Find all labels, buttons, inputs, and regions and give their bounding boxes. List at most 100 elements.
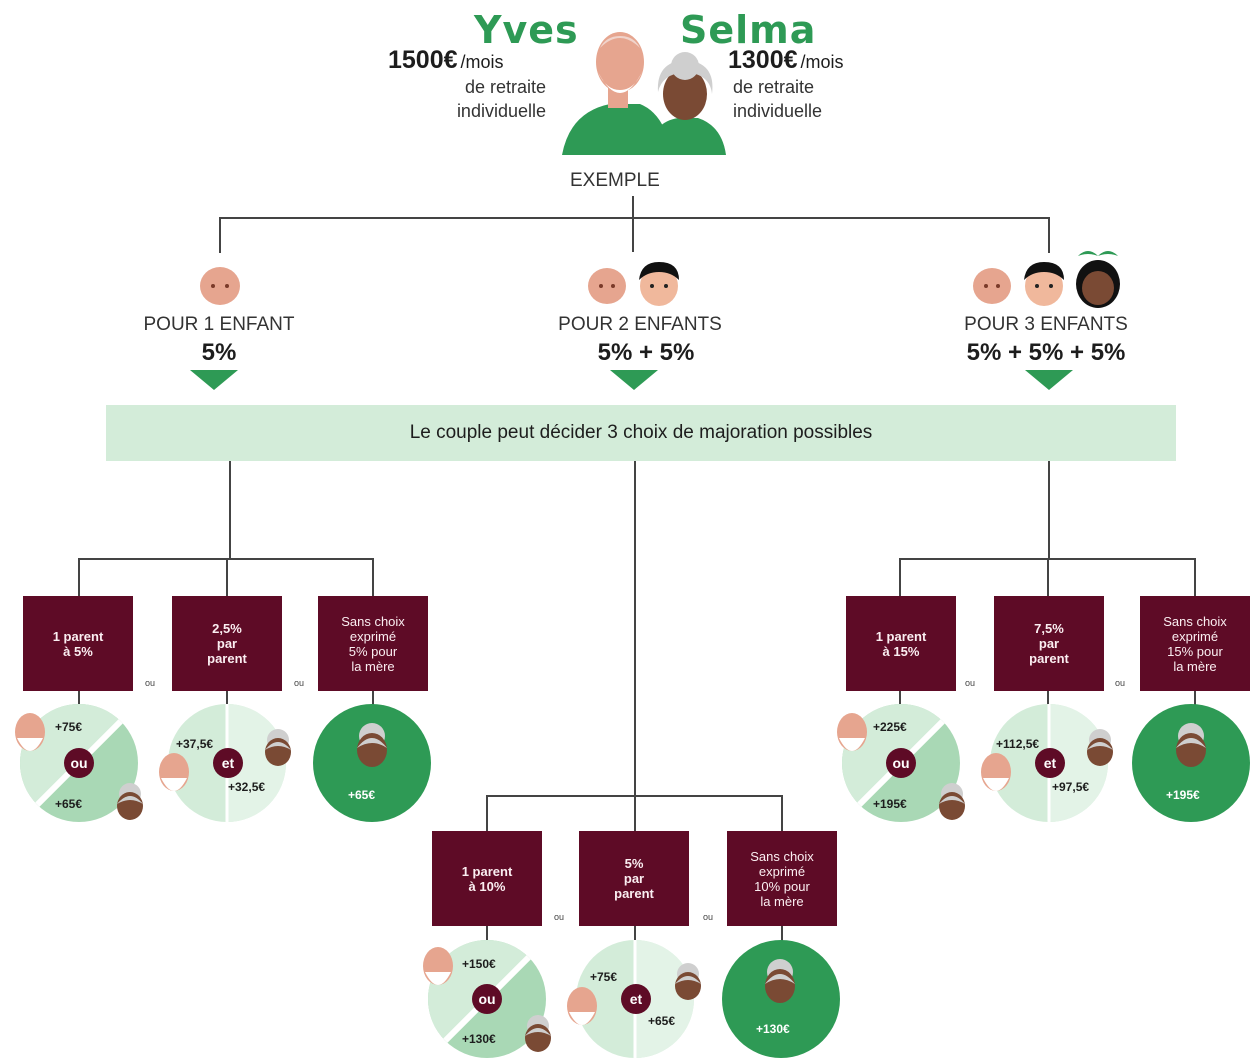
grandmother-icon (934, 782, 970, 822)
branch-label-1: POUR 1 ENFANT (143, 314, 295, 335)
connector-line (1194, 691, 1196, 709)
connector-line (1047, 691, 1049, 709)
grandfather-icon (12, 712, 48, 756)
girl-icon (1076, 251, 1120, 308)
grandmother-icon (260, 728, 296, 768)
baby-icon (200, 267, 240, 305)
grandmother-icon (670, 962, 706, 1002)
grandfather-icon (564, 986, 600, 1030)
children-1 (196, 264, 244, 308)
amount-right: +65€ (648, 1014, 676, 1028)
connector-line (781, 926, 783, 944)
amount-top: +225€ (873, 720, 907, 734)
option-box-one-parent: 1 parent à 5% (23, 596, 133, 691)
grandfather-icon (834, 712, 870, 756)
grandmother-icon (1082, 728, 1118, 768)
connector-line (634, 926, 636, 944)
amount-top: +75€ (55, 720, 83, 734)
yves-desc-line1: de retraite (464, 77, 546, 97)
amount-left: +37,5€ (176, 737, 214, 751)
grandfather-icon (420, 946, 456, 990)
grandfather-icon (156, 752, 192, 796)
branch-pct-3: 5% + 5% + 5% (966, 339, 1126, 366)
amount-left: +112,5€ (996, 737, 1040, 751)
ou-separator: ou (703, 912, 714, 922)
branch-pct-1: 5% (201, 339, 237, 366)
boy-icon (1024, 262, 1064, 306)
amount-default: +65€ (348, 788, 376, 802)
connector-line (78, 558, 80, 596)
connector-line (486, 795, 488, 831)
option-box-one-parent: 1 parent à 15% (846, 596, 956, 691)
branch-arrow (610, 370, 658, 390)
yves-name: Yves (474, 8, 579, 52)
grandfather-icon (978, 752, 1014, 796)
selma-desc-line2: individuelle (733, 101, 823, 121)
option-box-per-parent: 7,5% par parent (994, 596, 1104, 691)
et-badge: et (621, 984, 651, 1014)
selma-unit: /mois (800, 52, 844, 72)
branch-arrow (1025, 370, 1073, 390)
option-box-default: Sans choix exprimé 10% pour la mère (727, 831, 837, 926)
amount-bottom: +130€ (462, 1032, 496, 1046)
exemple-label: EXEMPLE (570, 170, 660, 191)
connector-line (1048, 461, 1050, 559)
grandmother-icon (350, 722, 394, 770)
branch-connector (632, 196, 634, 252)
grandmother-icon (646, 52, 726, 155)
connector-line (226, 691, 228, 709)
ou-separator: ou (145, 678, 156, 688)
connector-line (486, 926, 488, 944)
connector-line (634, 461, 636, 796)
branch-label-3: POUR 3 ENFANTS (964, 314, 1128, 335)
branch-pct-2: 5% + 5% (597, 339, 695, 366)
branch-label-2: POUR 2 ENFANTS (558, 314, 722, 335)
amount-right: +32,5€ (228, 780, 266, 794)
connector-line (372, 558, 374, 596)
option-box-default: Sans choix exprimé 15% pour la mère (1140, 596, 1250, 691)
connector-line (899, 558, 901, 596)
grandfather-icon (562, 32, 672, 155)
amount-bottom: +65€ (55, 797, 83, 811)
connector-line (372, 691, 374, 709)
children-2 (585, 260, 695, 308)
yves-desc-line2: individuelle (456, 101, 546, 121)
grandmother-icon (520, 1014, 556, 1054)
connector-line (1194, 558, 1196, 596)
branch-arrow (190, 370, 238, 390)
connector-line (78, 691, 80, 709)
choices-banner: Le couple peut décider 3 choix de majora… (106, 405, 1176, 461)
connector-line (781, 795, 783, 831)
ou-separator: ou (965, 678, 976, 688)
ou-separator: ou (1115, 678, 1126, 688)
amount-top: +150€ (462, 957, 496, 971)
baby-icon (588, 268, 626, 304)
ou-separator: ou (294, 678, 305, 688)
grandmother-icon (1169, 722, 1213, 770)
amount-default: +195€ (1166, 788, 1200, 802)
connector-line (226, 558, 228, 596)
yves-desc: de retraite individuelle (426, 75, 546, 123)
couple-icon (562, 32, 726, 155)
selma-pension: 1300€/mois (728, 46, 844, 75)
selma-name: Selma (680, 8, 817, 52)
amount-left: +75€ (590, 970, 618, 984)
connector-line (899, 691, 901, 709)
yves-unit: /mois (460, 52, 504, 72)
branch-connector (1048, 217, 1050, 253)
branch-connector (219, 217, 221, 253)
selma-amount: 1300€ (728, 46, 798, 74)
option-box-per-parent: 2,5% par parent (172, 596, 282, 691)
ou-badge: ou (64, 748, 94, 778)
ou-badge: ou (472, 984, 502, 1014)
amount-default: +130€ (756, 1022, 790, 1036)
connector-line (1047, 558, 1049, 596)
selma-desc-line1: de retraite (733, 77, 815, 97)
connector-line (229, 461, 231, 559)
connector-line (634, 795, 636, 831)
et-badge: et (1035, 748, 1065, 778)
option-box-per-parent: 5% par parent (579, 831, 689, 926)
yves-amount: 1500€ (388, 46, 458, 74)
amount-bottom: +195€ (873, 797, 907, 811)
couple-illustration (560, 22, 730, 157)
